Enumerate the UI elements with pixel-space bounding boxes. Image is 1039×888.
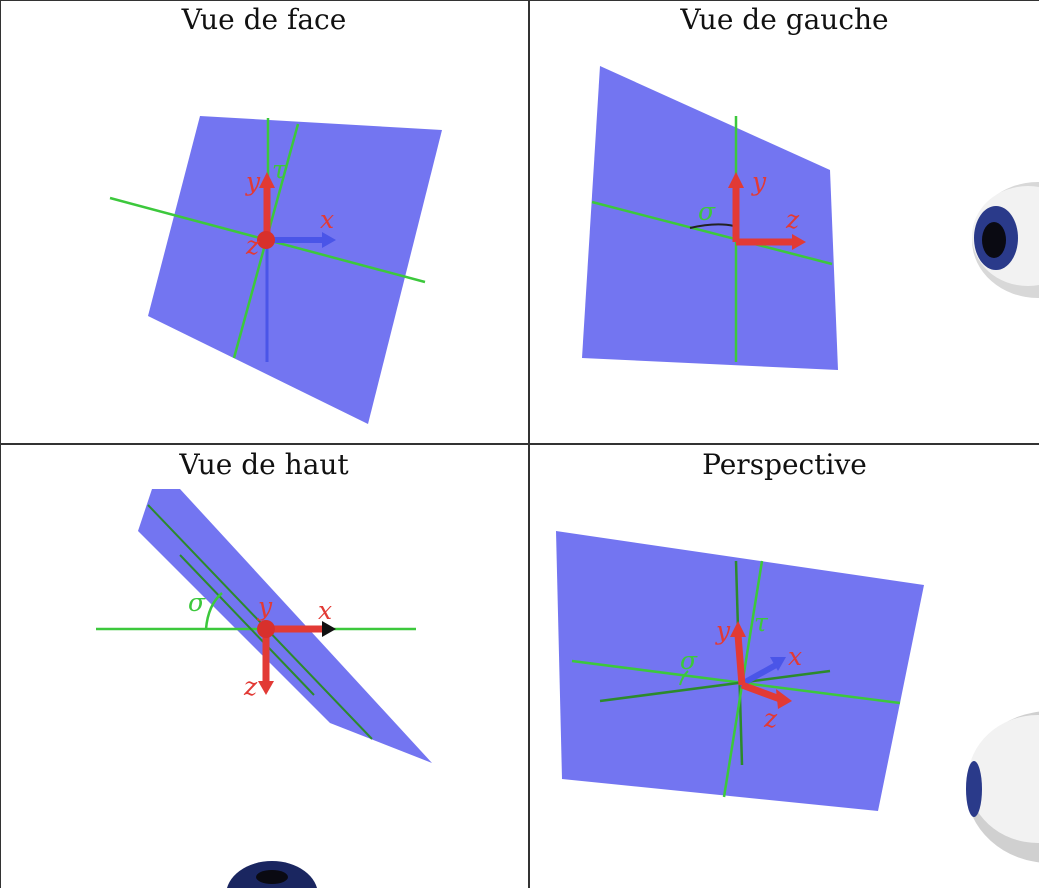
perspective-view-y-arrow-shaft	[734, 634, 746, 686]
cell-perspective-view: Perspective x y z τ σ	[530, 445, 1039, 888]
top-view-origin-sphere	[257, 620, 275, 638]
left-view-angle-arc	[689, 223, 735, 229]
cell-top-view: Vue de haut x y z σ	[0, 445, 528, 888]
front-view-plane	[148, 116, 442, 424]
left-view-y-arrow-head	[728, 172, 744, 188]
front-view-y-label: y	[245, 167, 261, 196]
top-view-title: Vue de haut	[179, 448, 349, 481]
top-view-z-label: z	[243, 672, 258, 701]
perspective-view-z-arrow-head	[776, 689, 792, 709]
perspective-view-y-label: y	[715, 616, 731, 645]
perspective-view-axis-line-d	[599, 669, 831, 703]
left-view-axis-line-h	[591, 200, 833, 266]
perspective-view-x-arrow-head	[770, 657, 786, 671]
top-view-y-label: y	[257, 592, 273, 621]
left-view-eye-icon	[972, 182, 1039, 298]
perspective-view-x-label: x	[788, 642, 802, 671]
perspective-view-y-arrow-head	[730, 621, 746, 637]
front-view-angle-label: τ	[272, 155, 287, 184]
perspective-view-x-arrow-shaft	[738, 662, 778, 688]
front-view-z-label: z	[245, 231, 260, 260]
top-view-angle-label: σ	[188, 588, 206, 617]
perspective-view-illustration: x y z τ σ	[556, 531, 1039, 863]
perspective-view-tau-label: τ	[754, 608, 769, 637]
cell-front-view: Vue de face x y z τ	[0, 0, 528, 443]
top-view-illustration: x y z σ	[96, 489, 432, 888]
perspective-view-title: Perspective	[702, 448, 867, 481]
perspective-view-sigma-label: σ	[680, 646, 698, 675]
perspective-view-z-label: z	[763, 704, 778, 733]
left-view-title: Vue de gauche	[680, 3, 889, 36]
left-view-z-label: z	[785, 205, 800, 234]
top-view-angle-arc	[204, 592, 223, 630]
front-view-y-arrow-head	[259, 172, 275, 188]
front-view-x-label: x	[320, 205, 334, 234]
front-view-illustration: x y z τ	[109, 116, 442, 424]
top-view-diagonal-line	[179, 554, 315, 696]
front-view-origin-sphere	[257, 231, 275, 249]
top-view-x-label: x	[318, 596, 332, 625]
left-view-z-arrow-head	[792, 234, 806, 250]
perspective-view-axis-line-h	[571, 659, 901, 705]
top-view-z-arrow-head	[258, 681, 274, 695]
front-view-title: Vue de face	[181, 3, 347, 36]
grid-border-top	[0, 0, 1039, 1]
top-view-plane-edge-1	[147, 504, 373, 740]
perspective-view-eye-icon	[966, 711, 1039, 863]
top-view-x-arrow-head	[322, 621, 336, 637]
front-view-x-arrow-head	[322, 232, 336, 248]
left-view-plane	[582, 66, 838, 370]
cell-left-view: Vue de gauche y z σ	[530, 0, 1039, 443]
perspective-view-angle-arc	[679, 670, 689, 686]
top-view-eye-icon	[226, 861, 318, 888]
perspective-view-z-arrow-shaft	[740, 681, 782, 703]
left-view-angle-label: σ	[698, 197, 716, 226]
grid-divider-horizontal	[0, 443, 1039, 445]
left-view-y-label: y	[751, 167, 767, 196]
left-view-illustration: y z σ	[582, 66, 1039, 370]
